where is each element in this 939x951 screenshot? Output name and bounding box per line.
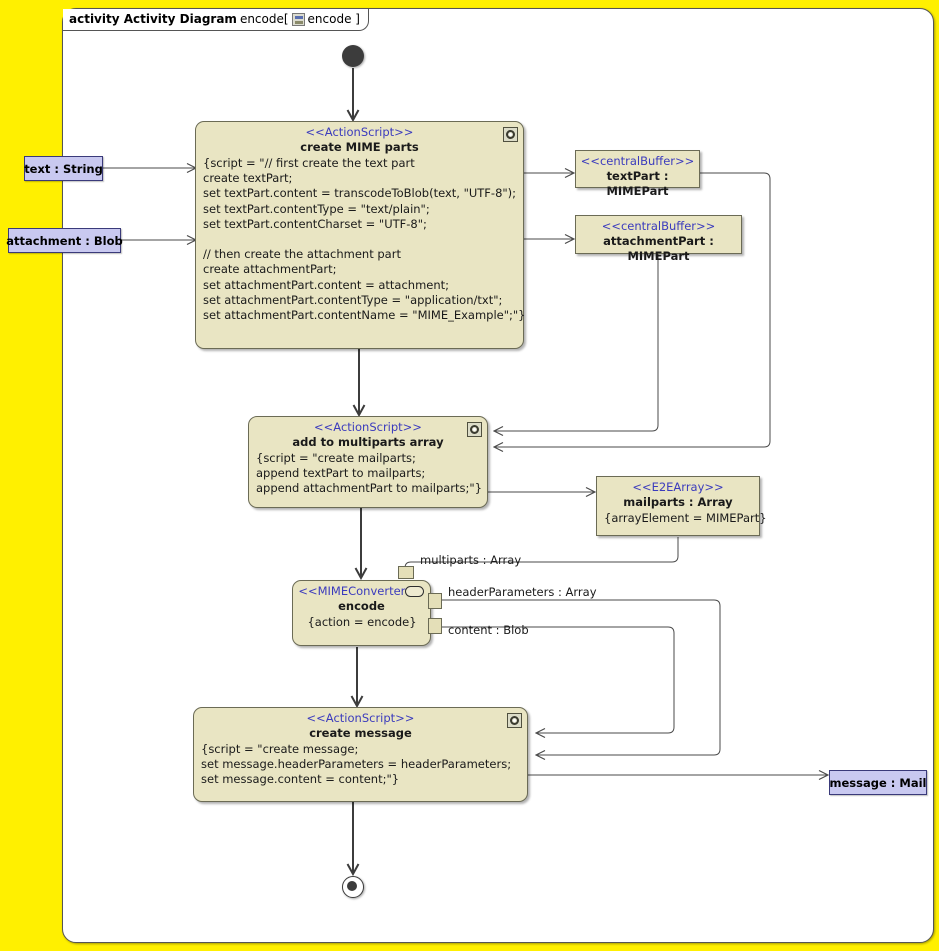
converter-icon	[405, 586, 424, 597]
node-script-body: {script = "create message; set message.h…	[201, 742, 512, 787]
gear-icon	[467, 422, 482, 437]
node-script-body: {script = "// first create the text part…	[203, 156, 526, 323]
gear-icon	[507, 713, 522, 728]
stereotype-label: <<ActionScript>>	[314, 420, 422, 434]
diagram-icon	[291, 12, 305, 26]
stereotype-label: <<E2EArray>>	[632, 480, 724, 494]
action-create-mime-parts[interactable]: <<ActionScript>> create MIME parts {scri…	[195, 121, 526, 349]
gear-icon	[503, 127, 518, 142]
stereotype-label: <<ActionScript>>	[306, 711, 415, 725]
frame-inner-name: encode ]	[307, 12, 360, 26]
action-encode[interactable]: <<MIMEConverter>> encode {action = encod…	[292, 580, 431, 646]
output-pin-header-parameters[interactable]	[428, 593, 442, 609]
input-param-attachment[interactable]: attachment : Blob	[6, 228, 123, 253]
node-title: add to multiparts array	[292, 435, 444, 449]
pin-label-header-parameters: headerParameters : Array	[448, 585, 597, 599]
node-title: create MIME parts	[300, 140, 419, 154]
output-pin-content[interactable]	[428, 618, 442, 634]
diagram-frame-label: activity Activity Diagram encode[ encode…	[63, 9, 369, 31]
pin-label-multiparts: multiparts : Array	[420, 553, 522, 567]
node-title: mailparts : Array	[623, 495, 733, 509]
frame-name: encode[	[239, 12, 289, 26]
node-properties: {arrayElement = MIMEPart}	[604, 511, 767, 525]
activity-final-node	[342, 876, 364, 898]
action-add-to-multiparts-array[interactable]: <<ActionScript>> add to multiparts array…	[248, 416, 488, 508]
stereotype-label: <<centralBuffer>>	[601, 219, 716, 233]
node-script-body: {script = "create mailparts; append text…	[256, 451, 483, 496]
input-pin-multiparts[interactable]	[398, 566, 414, 579]
initial-node	[342, 45, 364, 67]
stereotype-label: <<centralBuffer>>	[580, 154, 695, 168]
stereotype-label: <<MIMEConverter>>	[298, 584, 425, 598]
node-title: textPart : MIMEPart	[606, 169, 669, 198]
pin-label-content: content : Blob	[448, 623, 529, 637]
node-title: encode	[338, 599, 385, 613]
central-buffer-attachment-part[interactable]: <<centralBuffer>> attachmentPart : MIMEP…	[575, 215, 742, 263]
action-create-message[interactable]: <<ActionScript>> create message {script …	[193, 707, 528, 802]
frame-keyword: activity Activity Diagram	[69, 12, 237, 26]
stereotype-label: <<ActionScript>>	[305, 125, 414, 139]
object-node-mailparts-array[interactable]: <<E2EArray>> mailparts : Array {arrayEle…	[596, 476, 767, 536]
central-buffer-text-part[interactable]: <<centralBuffer>> textPart : MIMEPart	[575, 150, 700, 198]
node-title: create message	[309, 726, 412, 740]
output-param-message[interactable]: message : Mail	[829, 770, 927, 795]
input-param-text[interactable]: text : String	[24, 156, 103, 181]
node-title: attachmentPart : MIMEPart	[603, 234, 714, 263]
node-properties: {action = encode}	[307, 615, 417, 629]
